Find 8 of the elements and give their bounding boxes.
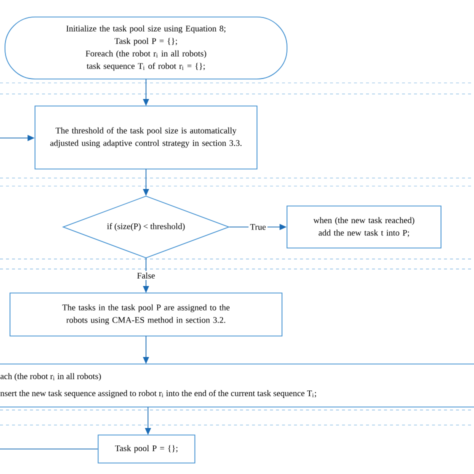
process-box: The tasks in the task pool P are assigned to the robots using CMA-ES method in section 3.2. [10, 292, 282, 336]
edge-label: False [135, 270, 157, 280]
edge-label: True [248, 222, 268, 232]
start-terminal: Initialize the task pool size using Equation 8; Task pool P = {}; Foreach (the robot r$_{i}$ in all robots) task sequence T$_{i}$ of robot r$_{i}$ = {}; [4, 16, 288, 80]
process-box: when (the new task reached) add the new task t into P; [286, 206, 442, 248]
loop-band: ach (the robot r$_{i}$ in all robots) nsert the new task sequence assigned to robot r$_{i}$ into the end of the current task sequence T$_{i}$; [0, 364, 474, 408]
process-box: Task pool P = {}; [98, 434, 196, 464]
process-box: The threshold of the task pool size is automatically adjusted using adaptive control strategy in section 3.3. [34, 106, 258, 170]
